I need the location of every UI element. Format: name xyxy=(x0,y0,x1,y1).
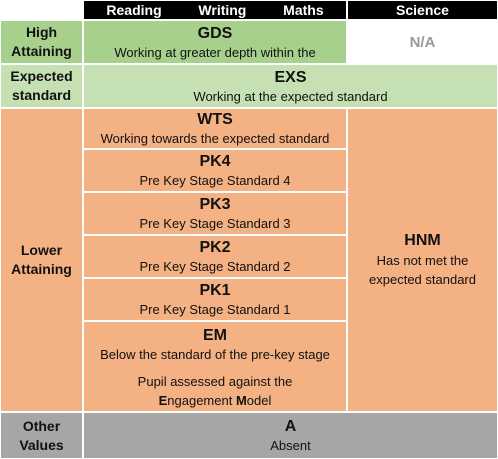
row-label-expected-text: Expected standard xyxy=(10,68,73,103)
em-cell: EM Below the standard of the pre-key sta… xyxy=(83,321,347,412)
pk3-code: PK3 xyxy=(199,196,231,213)
header-reading: Reading xyxy=(106,2,162,18)
exs-code: EXS xyxy=(274,68,307,86)
hnm-cell: HNM Has not met the expected standard xyxy=(347,108,498,412)
exs-cell: EXS Working at the expected standard xyxy=(83,64,498,108)
pk1-cell: PK1 Pre Key Stage Standard 1 xyxy=(83,278,347,321)
pk4-code: PK4 xyxy=(199,153,231,170)
header-corner xyxy=(0,0,83,20)
em-note-e-rest: ngagement xyxy=(167,393,236,408)
em-note: Pupil assessed against the Engagement Mo… xyxy=(138,372,293,410)
header-maths: Maths xyxy=(283,2,324,18)
gds-code: GDS xyxy=(197,24,233,42)
em-note-line1: Pupil assessed against the xyxy=(137,374,293,389)
em-note-e-initial: E xyxy=(158,393,168,408)
row-label-lower: Lower Attaining xyxy=(0,108,83,412)
pk2-description: Pre Key Stage Standard 2 xyxy=(139,259,291,274)
absent-cell: A Absent xyxy=(83,412,498,459)
exs-description: Working at the expected standard xyxy=(193,88,388,104)
em-note-m-initial: M xyxy=(235,393,247,408)
em-code: EM xyxy=(203,327,227,344)
gds-description: Working at greater depth within the xyxy=(114,44,316,60)
em-description: Below the standard of the pre-key stage xyxy=(100,347,330,362)
header-writing: Writing xyxy=(198,2,247,18)
wts-code: WTS xyxy=(197,111,233,128)
science-na-cell: N/A xyxy=(347,20,498,64)
absent-description: Absent xyxy=(270,438,311,453)
header-science: Science xyxy=(347,0,498,20)
pk2-cell: PK2 Pre Key Stage Standard 2 xyxy=(83,235,347,278)
row-label-lower-text: Lower Attaining xyxy=(11,242,72,277)
wts-cell: WTS Working towards the expected standar… xyxy=(83,108,347,149)
row-label-high: High Attaining xyxy=(0,20,83,64)
header-subjects: Reading Writing Maths xyxy=(83,0,347,20)
pk3-description: Pre Key Stage Standard 3 xyxy=(139,216,291,231)
pk2-code: PK2 xyxy=(199,239,231,256)
row-label-other: Other Values xyxy=(0,412,83,459)
hnm-code: HNM xyxy=(404,232,441,249)
pk4-description: Pre Key Stage Standard 4 xyxy=(139,173,291,188)
gds-cell: GDS Working at greater depth within the xyxy=(83,20,347,64)
header-science-label: Science xyxy=(396,2,449,18)
row-label-expected: Expected standard xyxy=(0,64,83,108)
wts-description: Working towards the expected standard xyxy=(100,131,330,146)
em-note-m-rest: odel xyxy=(246,393,272,408)
pk4-cell: PK4 Pre Key Stage Standard 4 xyxy=(83,149,347,192)
hnm-description: Has not met the expected standard xyxy=(369,253,476,287)
row-label-other-text: Other Values xyxy=(19,417,64,453)
pk3-cell: PK3 Pre Key Stage Standard 3 xyxy=(83,192,347,235)
pk1-code: PK1 xyxy=(199,282,231,299)
absent-code: A xyxy=(284,418,297,435)
science-na: N/A xyxy=(409,33,436,51)
pk1-description: Pre Key Stage Standard 1 xyxy=(139,302,291,317)
row-label-high-text: High Attaining xyxy=(11,24,72,59)
